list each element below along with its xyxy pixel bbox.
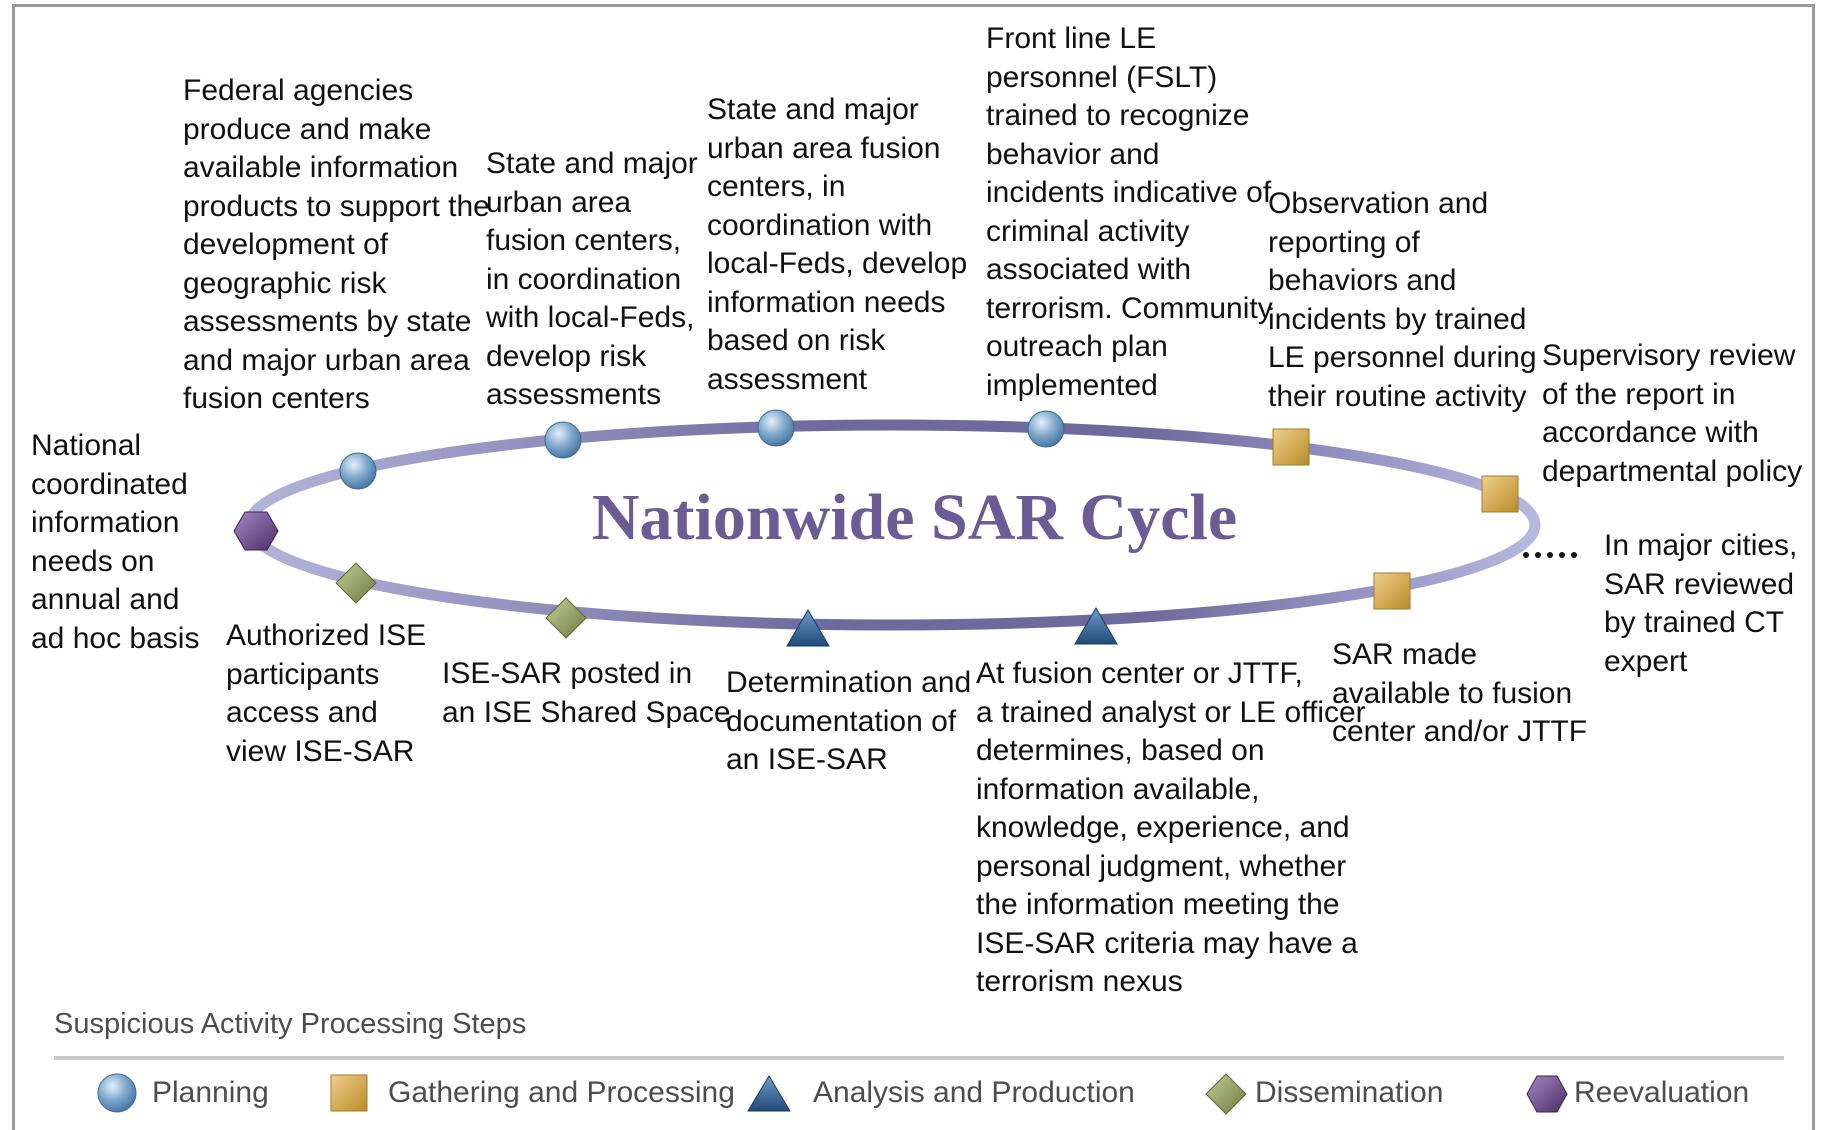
planning-circle-marker bbox=[1027, 410, 1065, 448]
legend-label: Reevaluation bbox=[1574, 1076, 1750, 1109]
dissemination-diamond-marker bbox=[545, 597, 587, 639]
cycle-title: Nationwide SAR Cycle bbox=[591, 481, 1238, 554]
circle-icon bbox=[97, 1073, 137, 1113]
dissemination-diamond-marker bbox=[335, 562, 377, 604]
legend-label: Gathering and Processing bbox=[388, 1076, 735, 1109]
gathering-square-marker bbox=[1272, 428, 1310, 466]
step-observation-reporting: Observation and reporting of behaviors a… bbox=[1268, 187, 1537, 413]
square-icon bbox=[330, 1074, 368, 1112]
step-ise-sar-determination: Determination and documentation of an IS… bbox=[726, 666, 972, 776]
legend-item-gathering: Gathering and Processing bbox=[329, 1073, 735, 1117]
step-supervisory-review: Supervisory review of the report in acco… bbox=[1542, 339, 1803, 488]
planning-circle-marker bbox=[544, 421, 582, 459]
triangle-icon bbox=[747, 1075, 791, 1112]
legend-label: Analysis and Production bbox=[813, 1076, 1135, 1109]
step-national-needs: National coordinated information needs o… bbox=[31, 429, 200, 655]
legend-item-planning: Planning bbox=[97, 1073, 297, 1117]
legend-divider bbox=[54, 1056, 1784, 1060]
gathering-square-marker bbox=[1373, 572, 1411, 610]
legend-label: Dissemination bbox=[1255, 1076, 1444, 1109]
gathering-square-marker bbox=[1481, 475, 1519, 513]
legend-item-reevaluation: Reevaluation bbox=[1525, 1073, 1785, 1117]
legend-title: Suspicious Activity Processing Steps bbox=[54, 1008, 527, 1040]
step-sar-available: SAR made available to fusion center and/… bbox=[1332, 638, 1588, 748]
hexagon-icon bbox=[1526, 1075, 1568, 1113]
reevaluation-hexagon-marker bbox=[233, 511, 279, 551]
legend-item-analysis: Analysis and Production bbox=[747, 1073, 1135, 1117]
legend-item-dissemination: Dissemination bbox=[1203, 1073, 1463, 1117]
step-ct-expert-review: In major cities, SAR reviewed by trained… bbox=[1604, 529, 1798, 678]
analysis-triangle-marker bbox=[786, 609, 830, 647]
step-front-line-training: Front line LE personnel (FSLT) trained t… bbox=[986, 22, 1273, 402]
step-information-needs: State and major urban area fusion center… bbox=[707, 93, 968, 396]
step-authorized-access: Authorized ISE participants access and v… bbox=[226, 619, 427, 768]
analysis-triangle-marker bbox=[1074, 607, 1118, 645]
diamond-icon bbox=[1205, 1073, 1247, 1115]
legend-label: Planning bbox=[152, 1076, 269, 1109]
ellipsis-dots bbox=[1523, 552, 1577, 558]
step-federal-products: Federal agencies produce and make availa… bbox=[183, 74, 490, 415]
step-risk-assessments: State and major urban area fusion center… bbox=[486, 147, 698, 411]
planning-circle-marker bbox=[757, 409, 795, 447]
planning-circle-marker bbox=[339, 452, 377, 490]
step-ise-sar-posted: ISE-SAR posted in an ISE Shared Space bbox=[442, 657, 731, 729]
diagram-frame bbox=[12, 4, 1815, 1130]
step-fusion-center-analysis: At fusion center or JTTF, a trained anal… bbox=[976, 657, 1366, 998]
